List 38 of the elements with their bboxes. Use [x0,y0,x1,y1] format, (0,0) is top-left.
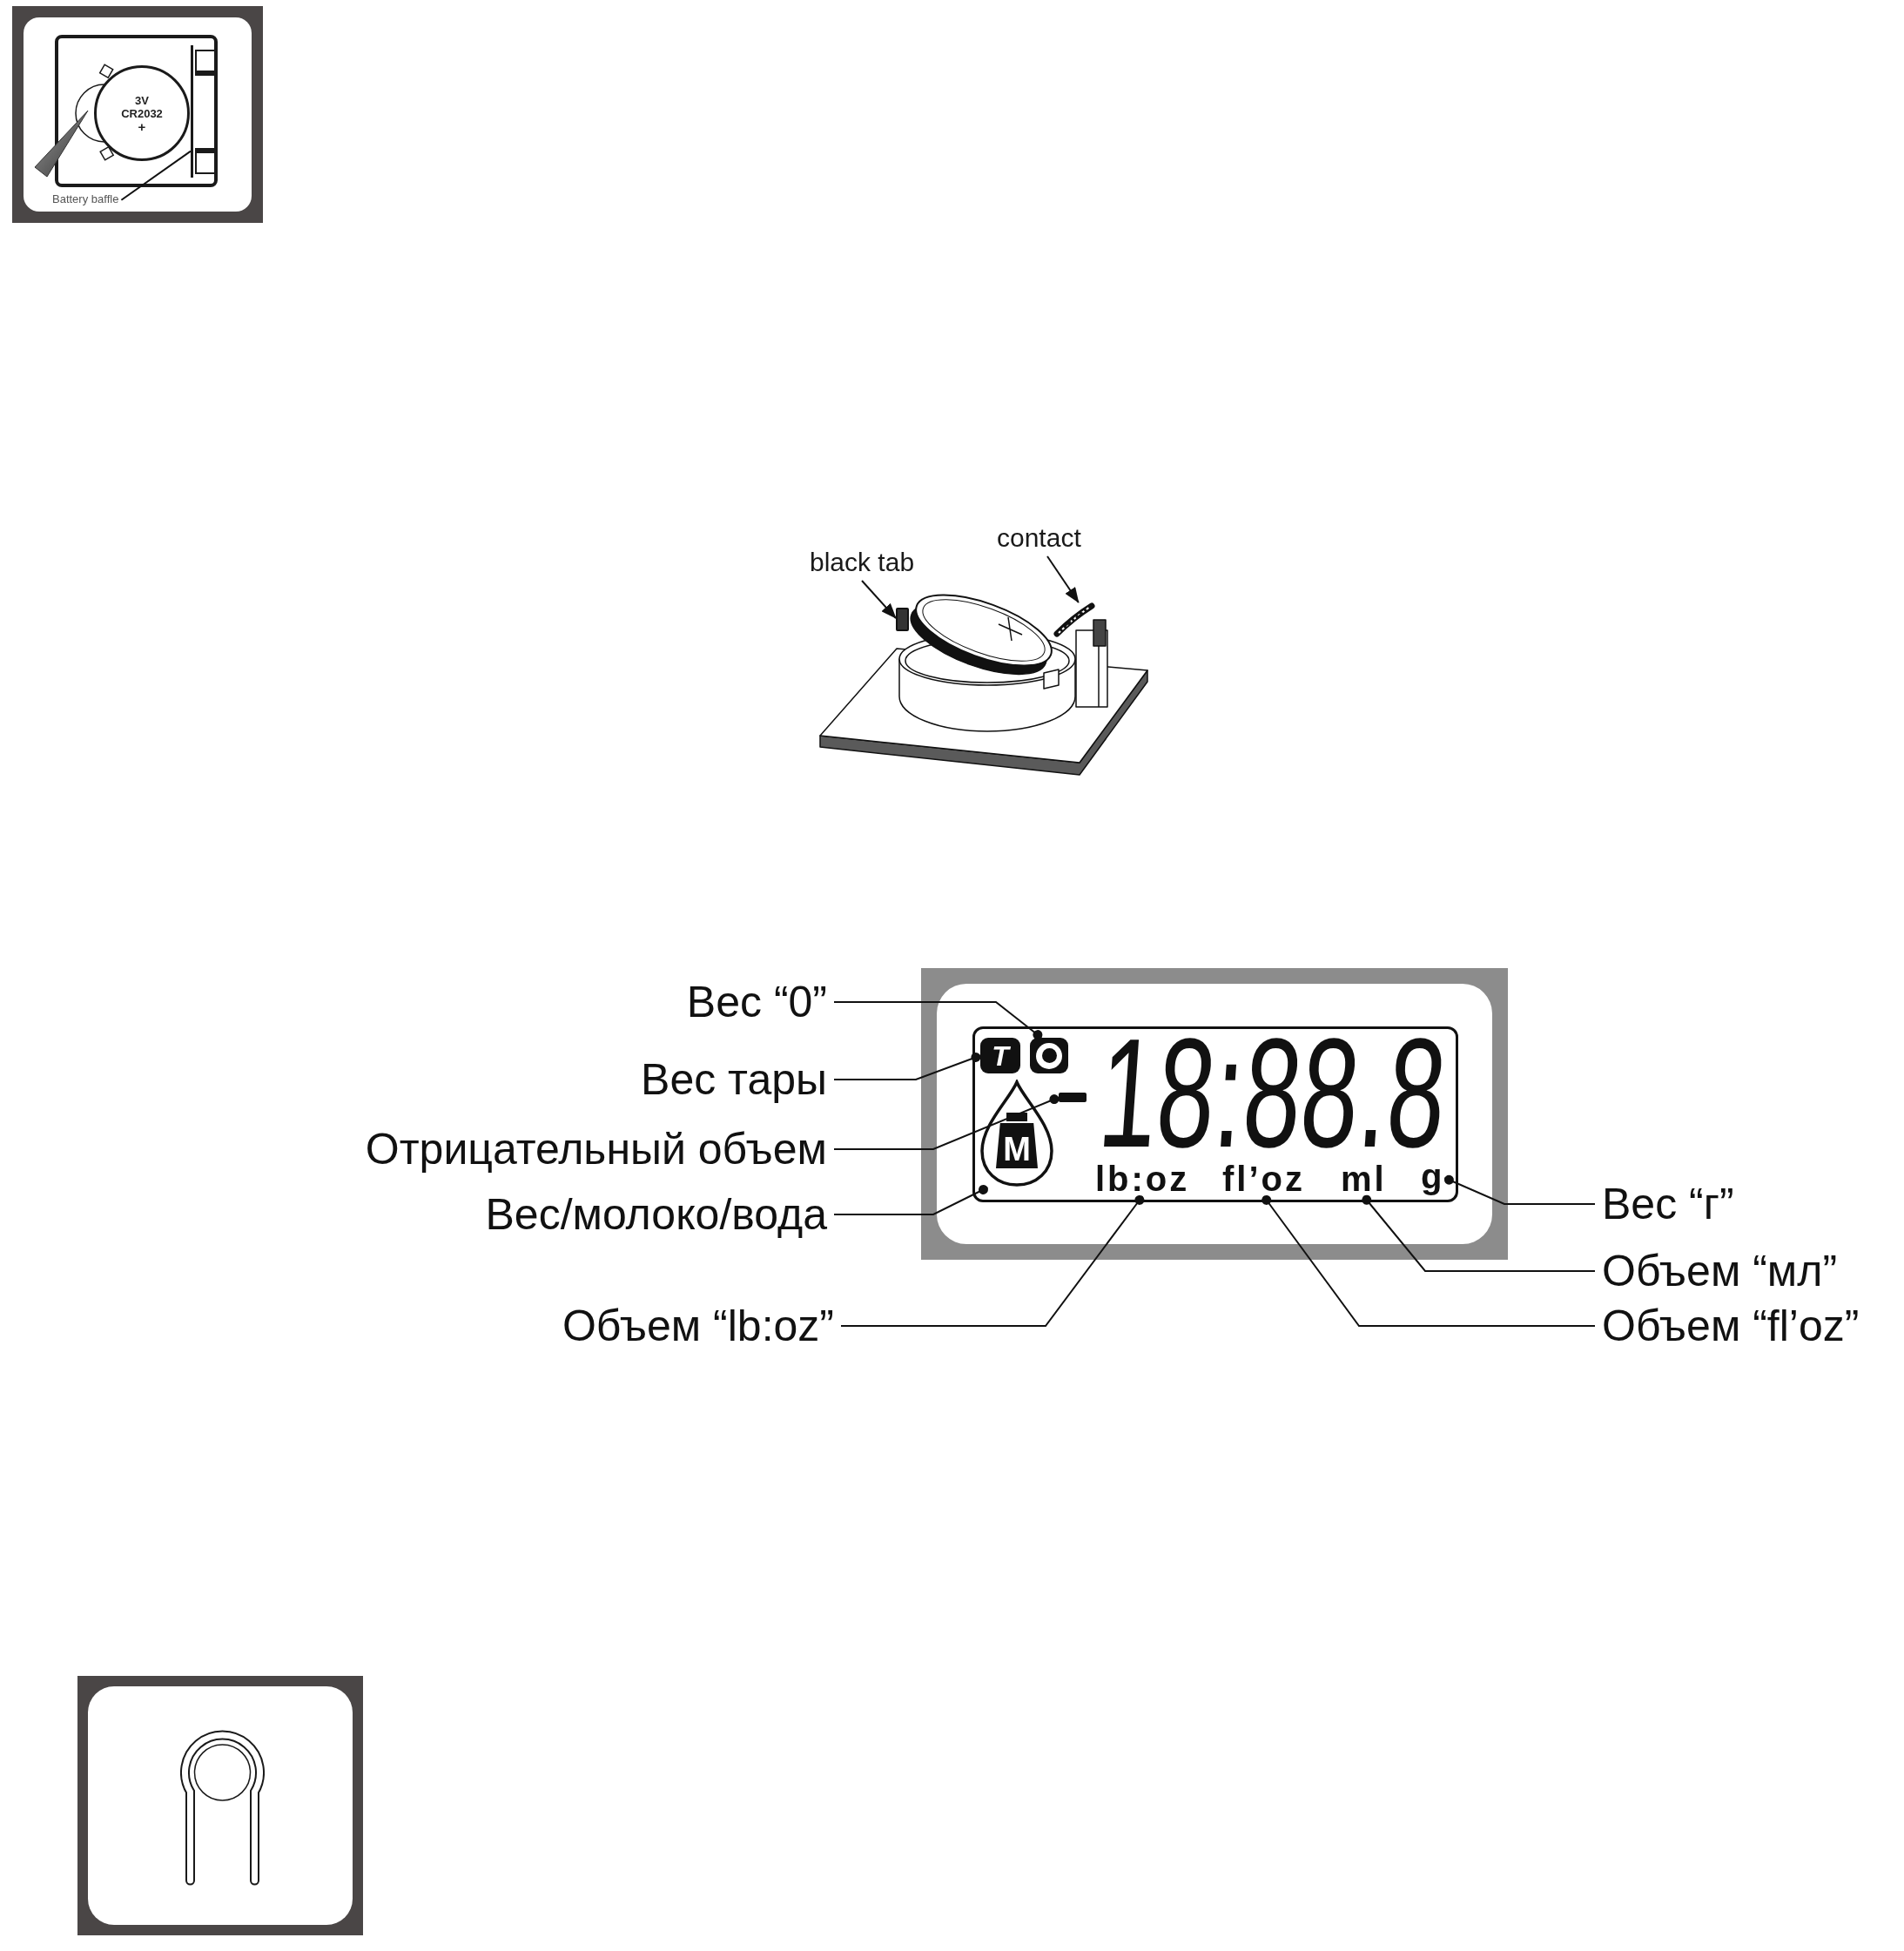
callout-label: black tab [810,548,915,577]
contact-spring [1053,602,1095,637]
baffle-label: Battery baffle [52,192,119,206]
callout-label: Отрицательный объем [365,1124,827,1174]
leader-line [840,1194,1145,1327]
plus-sign: + [138,119,146,133]
callout-label: contact [997,523,1081,553]
leader-line [1261,1194,1596,1327]
segment-digits: 18:88.8 [1095,1034,1450,1151]
arrow [1046,555,1080,603]
callout-label: Объем “мл” [1602,1246,1838,1296]
minus-segment [1059,1093,1087,1102]
callout-label: Вес тары [641,1054,827,1105]
ring-icon [1030,1038,1068,1073]
leader-line [1443,1174,1596,1205]
battery-tab [896,608,909,631]
leader-line [833,1052,981,1080]
unit-label: fl’oz [1222,1161,1305,1196]
leader-line [1362,1194,1596,1272]
battery-baffle [191,45,216,178]
unit-label: lb:oz [1095,1161,1190,1196]
weight-letter: M [996,1123,1038,1168]
battery-marking: 3V CR2032 [120,93,164,120]
callout-label: Объем “fl’oz” [1602,1301,1860,1351]
lcd-screen [972,1026,1458,1202]
callout-label: Вес “г” [1602,1179,1734,1229]
callout-label: Вес/молоко/вода [485,1189,827,1240]
tare-symbol: T [980,1038,1020,1073]
arrow [861,580,897,620]
unit-label: ml [1341,1161,1387,1196]
drop-symbol [980,1080,1053,1187]
display-bezel [921,968,1508,1260]
leader-line [833,1184,989,1215]
leader-line [833,1001,1043,1040]
callout-label: Вес “0” [686,977,827,1027]
leader-line [833,1094,1060,1150]
unit-label: g [1421,1159,1445,1194]
callout-label: Объем “lb:oz” [562,1301,834,1351]
